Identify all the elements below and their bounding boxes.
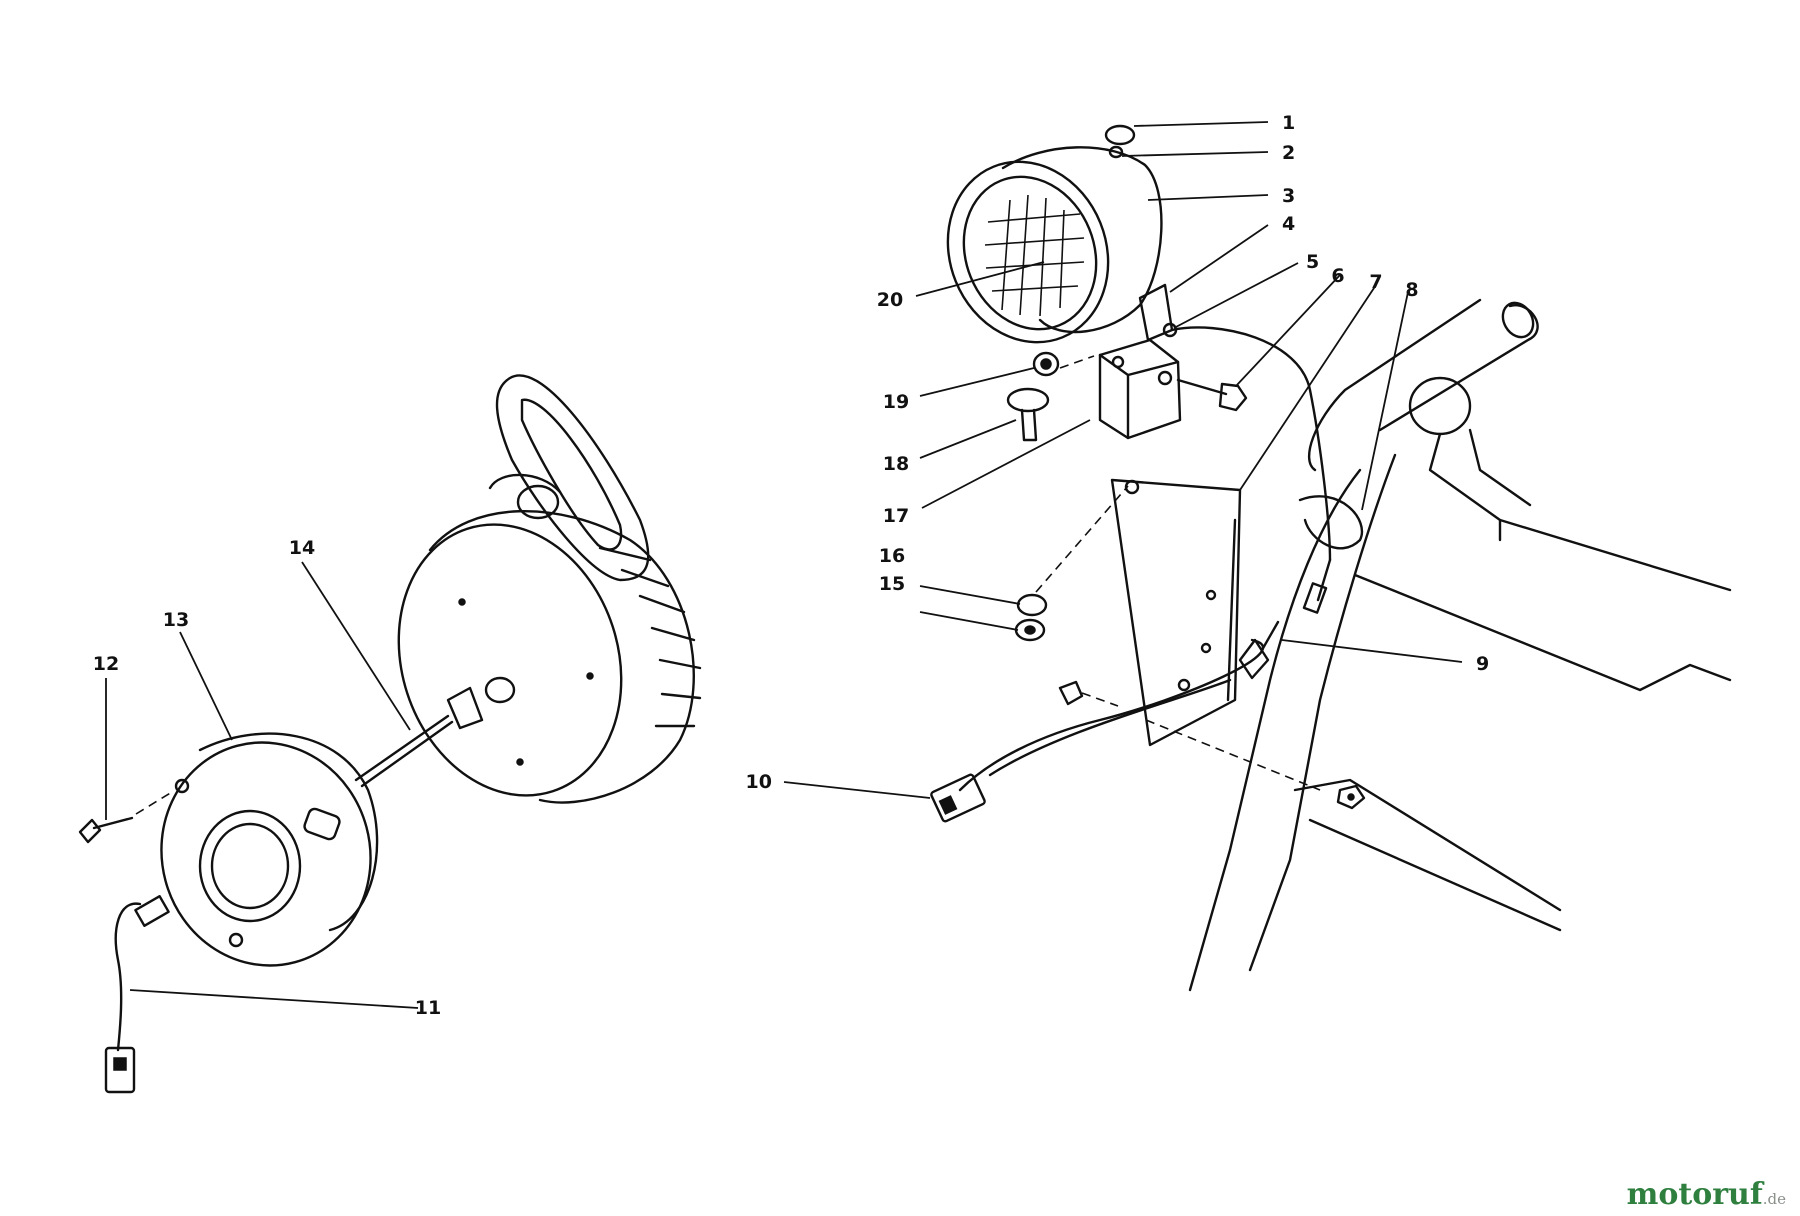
callout-8: 8 <box>1405 279 1418 301</box>
callout-6: 6 <box>1331 265 1344 287</box>
handle-frame <box>1188 298 1732 992</box>
headlight-assembly <box>930 124 1366 823</box>
callout-17: 17 <box>883 505 909 527</box>
callout-2: 2 <box>1282 142 1295 164</box>
callout-13: 13 <box>163 609 189 631</box>
callout-18: 18 <box>883 453 909 475</box>
callout-11: 11 <box>415 997 441 1019</box>
callout-7: 7 <box>1369 271 1382 293</box>
watermark-tld: .de <box>1762 1190 1786 1208</box>
flywheel-assembly <box>78 374 702 1094</box>
leader-lines <box>105 121 1463 1009</box>
callout-4: 4 <box>1282 213 1295 235</box>
callout-16: 16 <box>879 545 905 567</box>
callout-12: 12 <box>93 653 119 675</box>
callout-14: 14 <box>289 537 315 559</box>
callout-10: 10 <box>746 771 772 793</box>
callout-9: 9 <box>1476 653 1489 675</box>
callout-5: 5 <box>1306 251 1319 273</box>
callout-15: 15 <box>879 573 905 595</box>
watermark-logo: motoruf.de <box>1627 1177 1786 1212</box>
callout-19: 19 <box>883 391 909 413</box>
callout-labels: 1 2 3 4 5 6 7 8 9 10 11 12 13 14 15 16 1… <box>93 112 1489 1019</box>
callout-20: 20 <box>877 289 903 311</box>
watermark-main: motoruf <box>1626 1177 1763 1212</box>
callout-3: 3 <box>1282 185 1295 207</box>
callout-1: 1 <box>1282 112 1295 134</box>
